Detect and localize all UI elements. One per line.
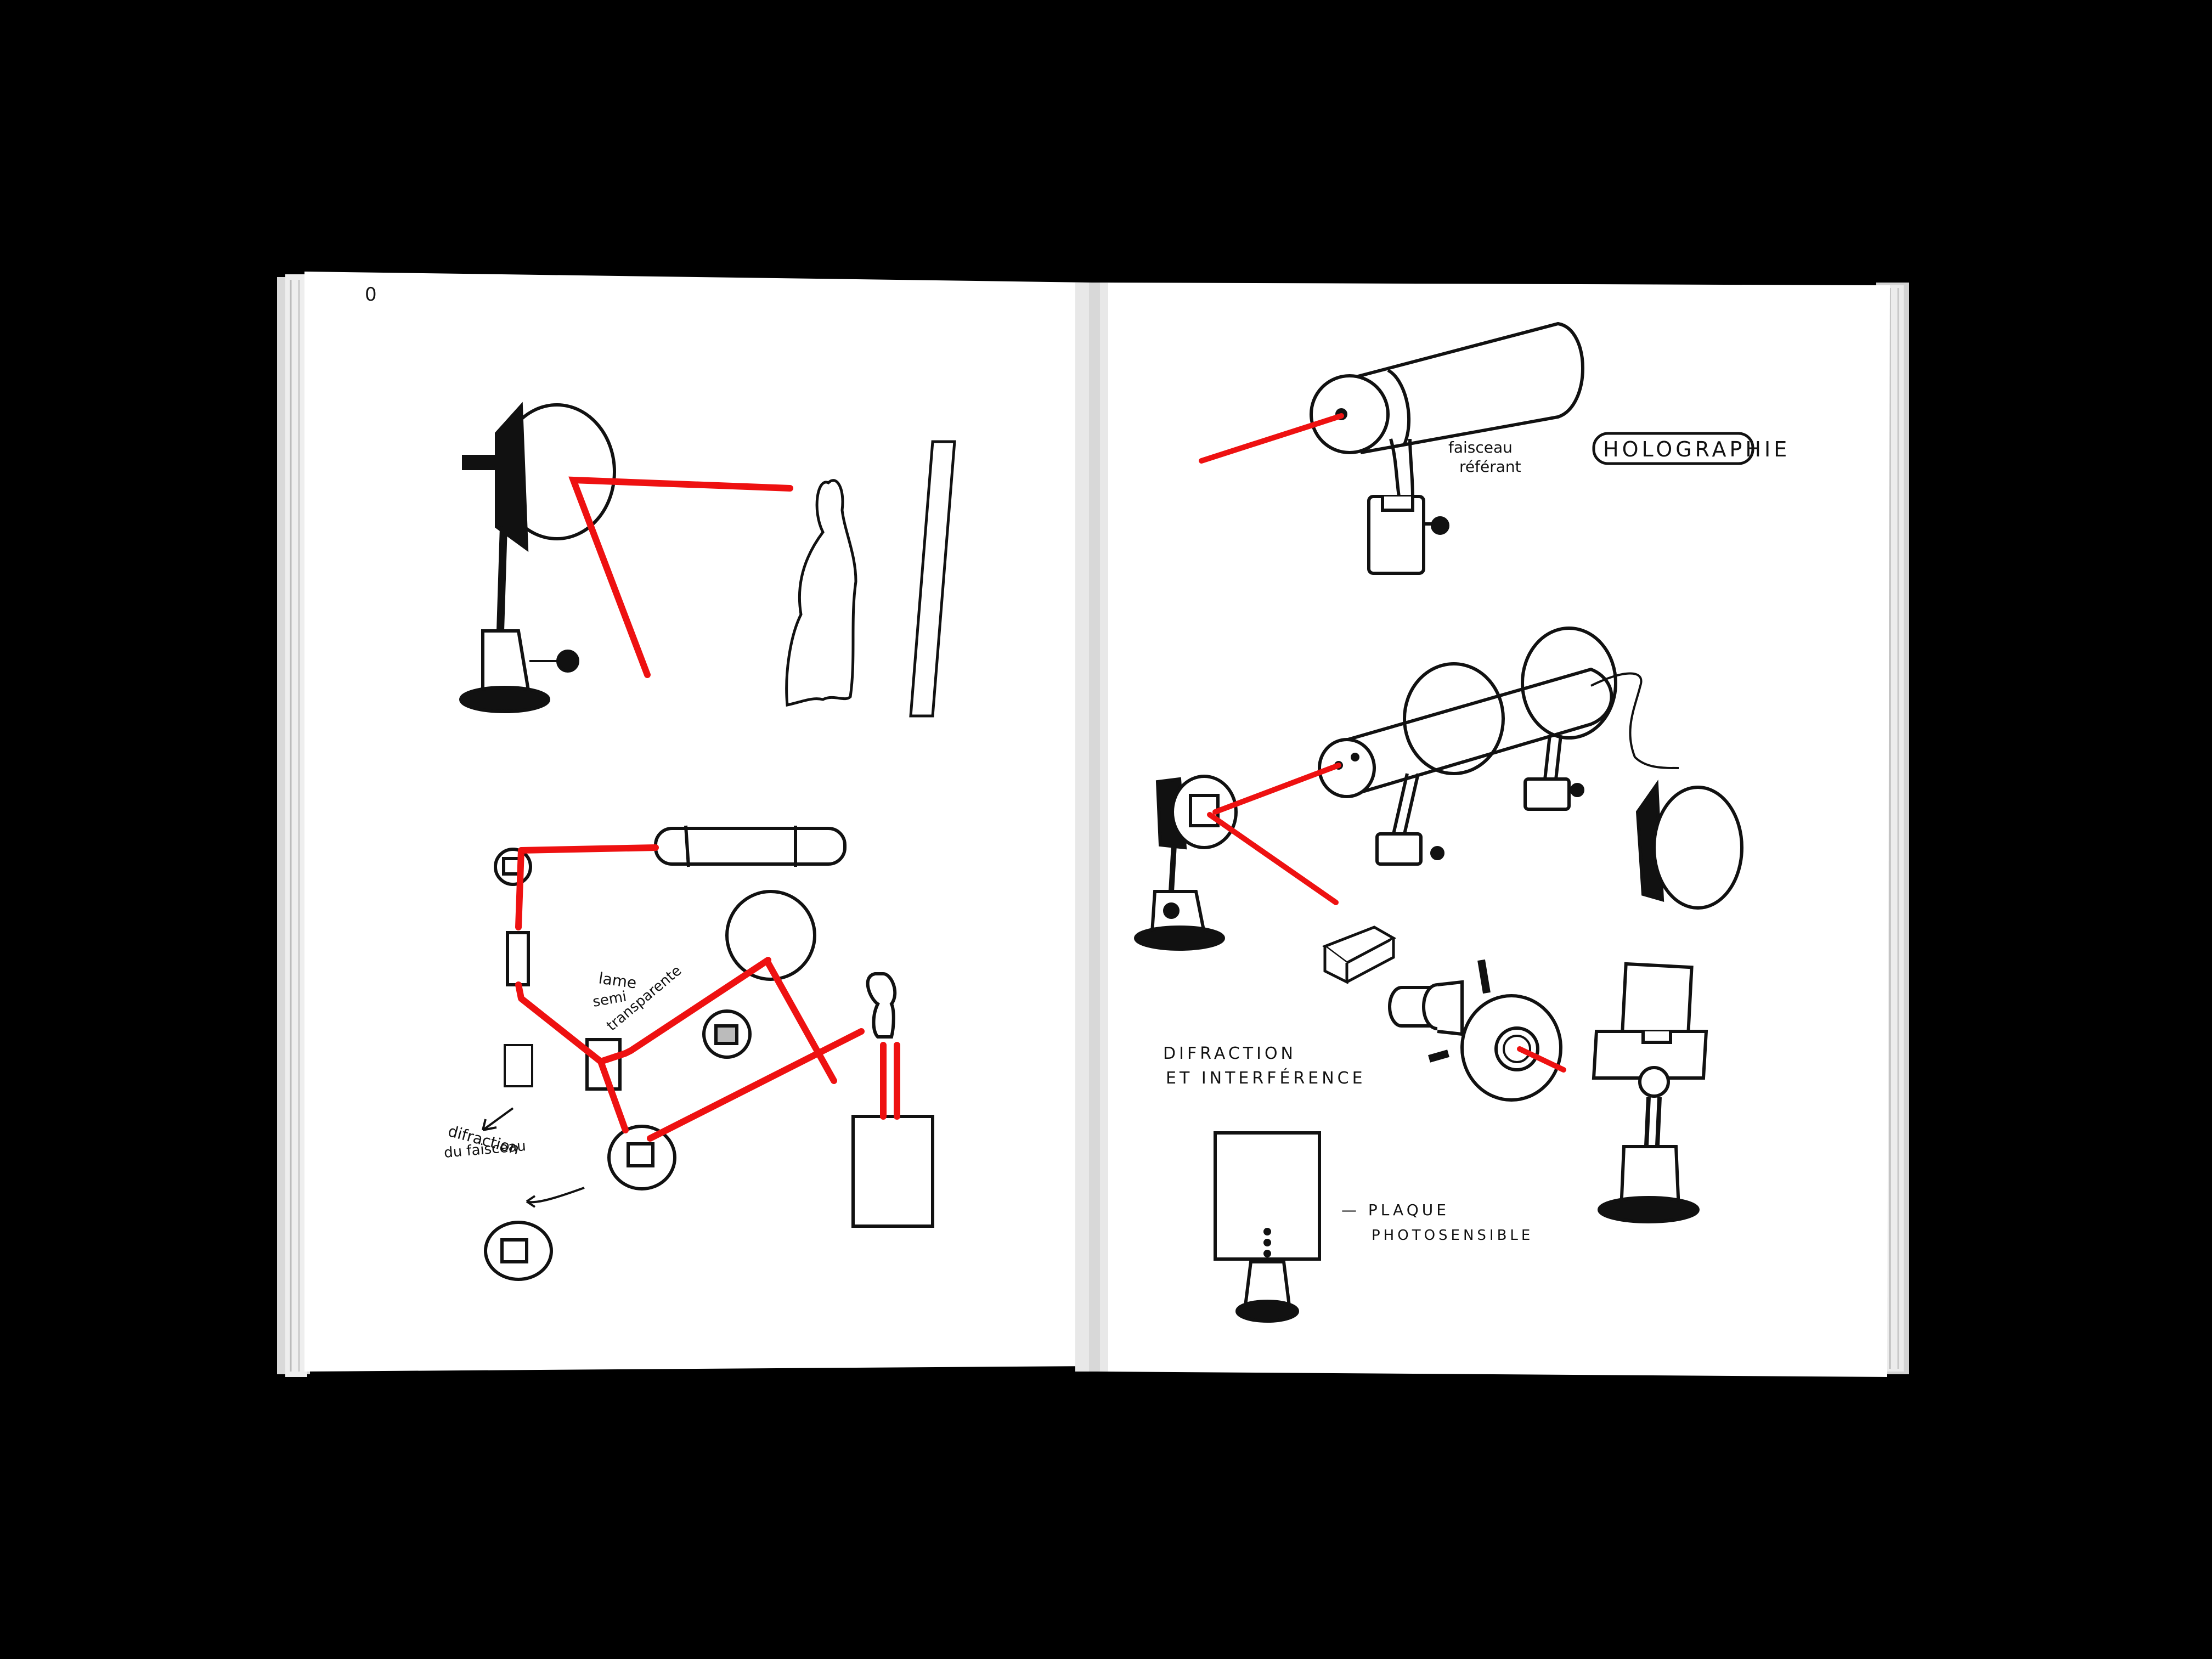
plate-holder-stand xyxy=(1592,962,1708,1223)
laser-beam-top-left xyxy=(568,476,793,678)
optical-components-left xyxy=(484,848,934,1281)
right-page xyxy=(1097,283,1890,1377)
label-interference: ET INTERFÉRENCE xyxy=(1166,1068,1366,1088)
page-number: 0 xyxy=(365,284,377,306)
laser-tube-left xyxy=(654,825,847,867)
laser-beam-bottom-left xyxy=(515,844,900,1142)
laser-beam-lens xyxy=(1517,1046,1566,1073)
vertical-plate xyxy=(909,440,956,718)
laser-beams-middle-right xyxy=(1207,763,1341,905)
label-faisceau: faisceau xyxy=(1448,438,1513,456)
label-referant: référant xyxy=(1459,458,1521,476)
statue-silhouette xyxy=(785,479,857,707)
label-holographie: HOLOGRAPHIE xyxy=(1603,437,1790,461)
block-prism xyxy=(1322,926,1397,985)
label-difraction-caps: DIFRACTION xyxy=(1163,1044,1296,1063)
faisceau-labels: faisceau référant xyxy=(1448,438,1521,476)
label-photosensible: PHOTOSENSIBLE xyxy=(1372,1227,1533,1244)
holographie-box: HOLOGRAPHIE xyxy=(1592,432,1790,465)
round-screen-right xyxy=(1635,780,1743,910)
lens-mount xyxy=(1388,959,1562,1102)
right-page-labels: DIFRACTION ET INTERFÉRENCE — PLAQUE PHOT… xyxy=(1163,1044,1533,1244)
mirror-holder-middle xyxy=(1134,775,1238,951)
label-plaque: — PLAQUE xyxy=(1341,1201,1449,1219)
laser-beam-top-right xyxy=(1199,413,1344,464)
laser-tube-top-right xyxy=(1310,321,1584,575)
left-page xyxy=(304,272,1097,1372)
photosensitive-plate xyxy=(1214,1131,1321,1323)
laser-assembly-middle xyxy=(1318,627,1679,866)
arrows-left xyxy=(482,1107,585,1208)
